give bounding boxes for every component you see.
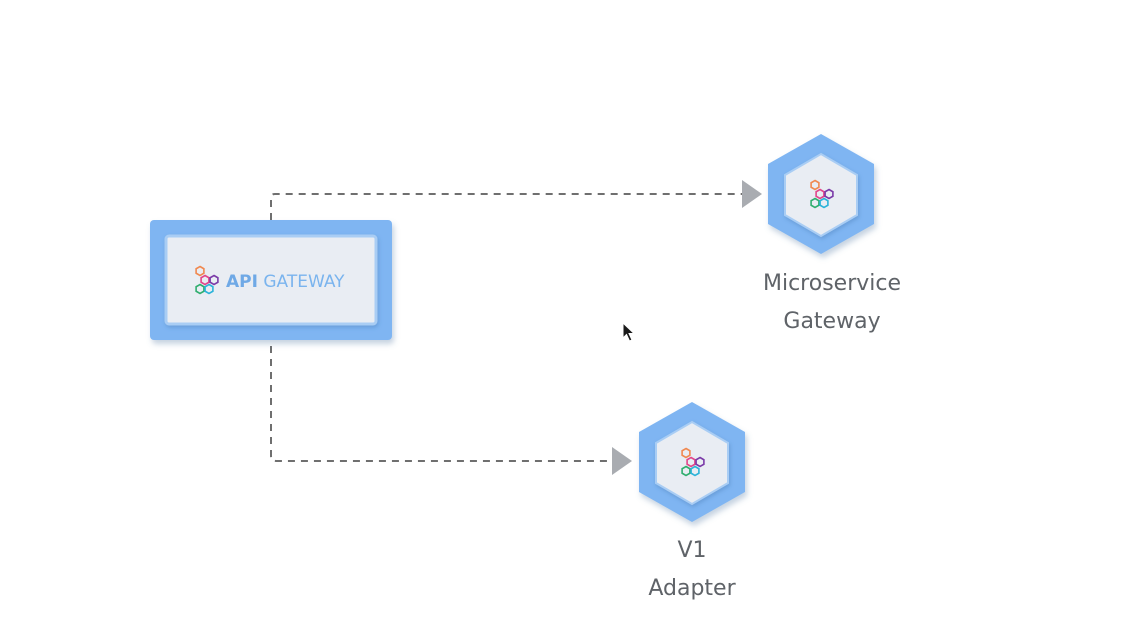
- microservice-gateway-node[interactable]: [768, 134, 874, 254]
- v1-adapter-node[interactable]: [639, 402, 745, 522]
- microservice-gateway-label: Microservice Gateway: [752, 265, 912, 341]
- v1-adapter-label: V1 Adapter: [612, 532, 772, 608]
- edge-to-microservice: [270, 180, 762, 220]
- api-gateway-logo-text: API GATEWAY: [226, 272, 345, 292]
- arrowhead-icon: [612, 447, 632, 475]
- label-line: Microservice: [762, 271, 901, 296]
- label-line: V1: [677, 538, 707, 563]
- arrowhead-icon: [742, 180, 762, 208]
- label-line: Gateway: [783, 309, 881, 334]
- edge-to-v1-adapter: [270, 346, 632, 475]
- cursor-icon: [622, 321, 636, 342]
- label-line: Adapter: [648, 576, 736, 601]
- api-gateway-node[interactable]: [150, 220, 392, 340]
